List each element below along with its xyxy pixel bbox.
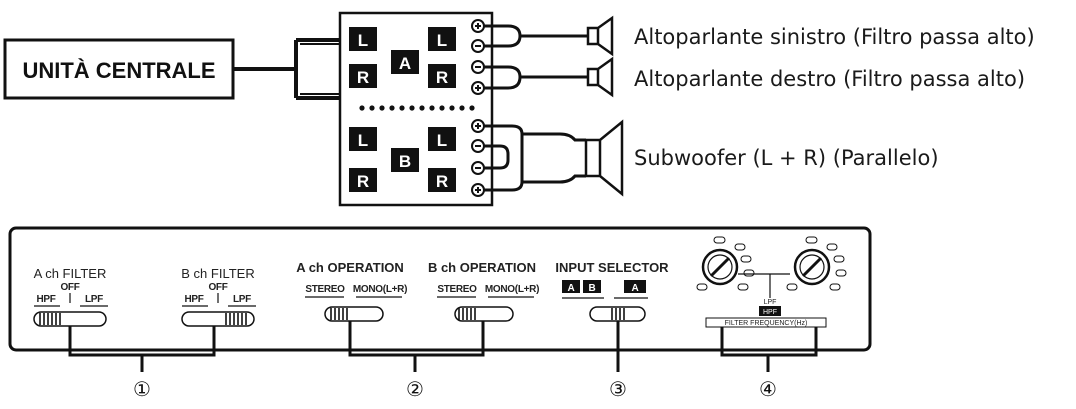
b-operation-mono: MONO(L+R) [485, 284, 539, 295]
a-operation-title: A ch OPERATION [296, 260, 404, 275]
input-selector-ab-a: A [568, 283, 575, 294]
amp-a-right-in-label: R [357, 68, 369, 87]
knob-hpf-label: HPF [763, 309, 777, 316]
a-operation-switch[interactable] [324, 306, 384, 322]
a-filter-title: A ch FILTER [34, 266, 107, 281]
knob-hpf-badge [759, 306, 781, 316]
right-speaker-icon [586, 56, 614, 98]
amp-b-right-out-label: R [436, 172, 448, 191]
input-selector-ab-b: B [589, 283, 596, 294]
filter-frequency-label: FILTER FREQUENCY(Hz) [725, 320, 808, 327]
amp-b-left-in [349, 127, 377, 151]
lpf-frequency-knob[interactable] [793, 248, 831, 286]
amp-a-left-out-label: L [437, 31, 447, 50]
left-speaker-label: Altoparlante sinistro (Filtro passa alto… [634, 25, 1035, 49]
knob-link-lines [738, 273, 790, 298]
subwoofer-wire-inner [484, 144, 510, 170]
right-speaker-label: Altoparlante destro (Filtro passa alto) [634, 67, 1025, 91]
callout-4: ④ [759, 377, 777, 401]
b-operation-title: B ch OPERATION [428, 260, 536, 275]
amp-a-right-out-label: R [436, 68, 448, 87]
amp-b-right-in [349, 168, 377, 192]
amp-a-right-out [428, 64, 456, 88]
filter-frequency-strip [705, 317, 827, 328]
central-unit-label: UNITÀ CENTRALE [22, 58, 215, 83]
b-filter-hpf: HPF [184, 294, 203, 305]
amp-a-left-in [349, 27, 377, 51]
amp-channel-a [391, 50, 419, 74]
subwoofer-wire-outer [484, 124, 524, 192]
amp-channel-b [391, 148, 419, 172]
b-filter-marks [182, 293, 256, 307]
amp-b-left-out-label: L [437, 131, 447, 150]
amp-channel-b-label: B [399, 152, 411, 171]
amp-a-left-out [428, 27, 456, 51]
hpf-frequency-knob[interactable] [701, 248, 739, 286]
input-selector-ab-a-badge [562, 280, 580, 293]
central-unit-box [3, 38, 235, 100]
input-selector-a: A [632, 283, 639, 294]
a-operation-mono: MONO(L+R) [353, 284, 407, 295]
amp-a-right-in [349, 64, 377, 88]
input-wire-inner [300, 43, 340, 95]
callout-2: ② [406, 377, 424, 401]
a-operation-stereo: STEREO [305, 284, 345, 295]
input-selector-switch[interactable] [589, 306, 646, 322]
callout-1-bracket [68, 326, 216, 372]
amp-channel-a-label: A [399, 54, 411, 73]
input-selector-title: INPUT SELECTOR [555, 260, 669, 275]
a-filter-off: OFF [60, 282, 79, 293]
subwoofer-label: Subwoofer (L + R) (Parallelo) [634, 146, 939, 170]
channel-divider [359, 105, 475, 111]
a-filter-lpf: LPF [85, 294, 103, 305]
b-operation-stereo: STEREO [437, 284, 477, 295]
b-filter-off: OFF [208, 282, 227, 293]
amp-b-left-out [428, 127, 456, 151]
subwoofer-icon [584, 119, 624, 197]
b-filter-switch[interactable] [181, 311, 255, 327]
amp-a-left-in-label: L [358, 31, 368, 50]
amp-b-right-in-label: R [357, 172, 369, 191]
callout-1: ① [133, 377, 151, 401]
b-filter-lpf: LPF [233, 294, 251, 305]
input-wire [233, 38, 340, 100]
b-filter-title: B ch FILTER [181, 266, 254, 281]
subwoofer-wire [522, 132, 586, 184]
a-filter-marks [34, 293, 108, 307]
a-filter-hpf: HPF [36, 294, 55, 305]
input-selector-ab-b-badge [583, 280, 601, 293]
amp-b-left-in-label: L [358, 131, 368, 150]
callout-3: ③ [609, 377, 627, 401]
knob-lpf-label: LPF [764, 299, 777, 306]
callout-2-bracket [348, 321, 485, 372]
callout-4-bracket [720, 327, 818, 372]
amp-b-right-out [428, 168, 456, 192]
left-speaker-icon [586, 15, 614, 57]
input-selector-a-badge [624, 280, 646, 293]
